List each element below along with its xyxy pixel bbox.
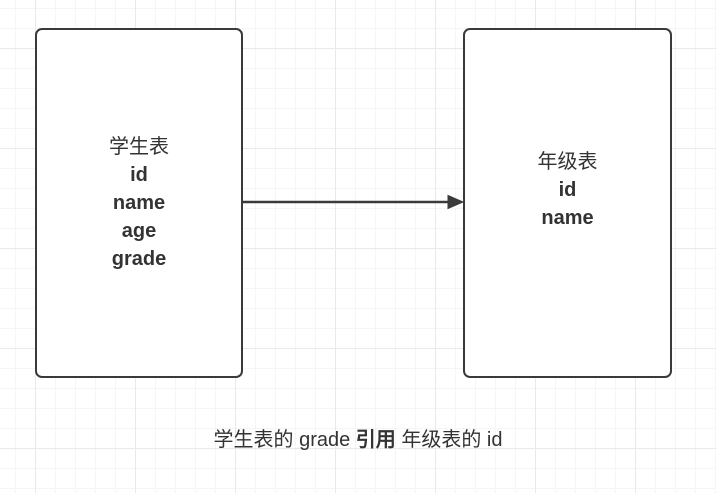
grade-table-node[interactable]: 年级表 id name	[463, 28, 672, 378]
student-table-node[interactable]: 学生表 id name age grade	[35, 28, 243, 378]
student-table-field-name: name	[112, 192, 166, 214]
diagram-caption[interactable]: 学生表的 grade 引用 年级表的 id	[0, 425, 716, 455]
grade-table-field-id: id	[558, 179, 577, 201]
student-table-field-id: id	[130, 164, 148, 186]
student-table-field-age: age	[121, 220, 157, 242]
grade-table-title: 年级表	[537, 151, 598, 173]
grade-table-label: 年级表 id name	[538, 148, 598, 232]
caption-bold: 引用	[355, 429, 396, 451]
student-table-field-grade: grade	[111, 248, 167, 270]
reference-arrow[interactable]	[243, 190, 465, 214]
arrowhead-icon	[447, 194, 465, 210]
grade-table-field-name: name	[541, 207, 594, 229]
student-table-title: 学生表	[109, 136, 169, 158]
caption-prefix: 学生表的 grade	[213, 429, 356, 451]
student-table-label: 学生表 id name age grade	[109, 133, 169, 273]
caption-suffix: 年级表的 id	[395, 429, 503, 451]
